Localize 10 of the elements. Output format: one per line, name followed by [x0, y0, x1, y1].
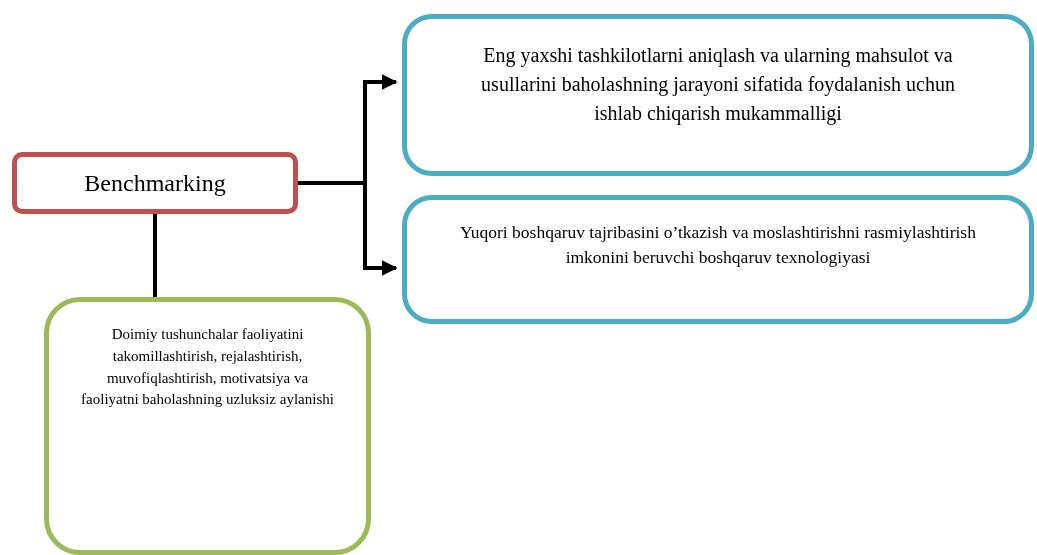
rounded-box [44, 297, 371, 555]
box-text: Eng yaxshi tashkilotlarni aniqlash va ularning mahsulot va usullarini baholashning jarayoni sifatida foydalanish uchun ishlab chiqarish mukammalligi [480, 43, 956, 127]
connector-line [153, 214, 157, 297]
arrow [298, 181, 398, 276]
rounded-box [402, 195, 1034, 324]
rounded-box [12, 152, 298, 214]
box-text: Doimiy tushunchalar faoliyatini takomillashtirish, rejalashtirish, muvofiqlashtirish, motivatsiya va faoliyatni baholashning uzluksiz aylanishi [80, 325, 335, 410]
rounded-box [402, 14, 1034, 176]
box-text: Yuqori boshqaruv tajribasini o’tkazish va moslashtirishni rasmiylashtirish imkonini beruvchi boshqaruv texnologiyasi [459, 221, 977, 270]
box-text: Benchmarking [84, 168, 226, 198]
